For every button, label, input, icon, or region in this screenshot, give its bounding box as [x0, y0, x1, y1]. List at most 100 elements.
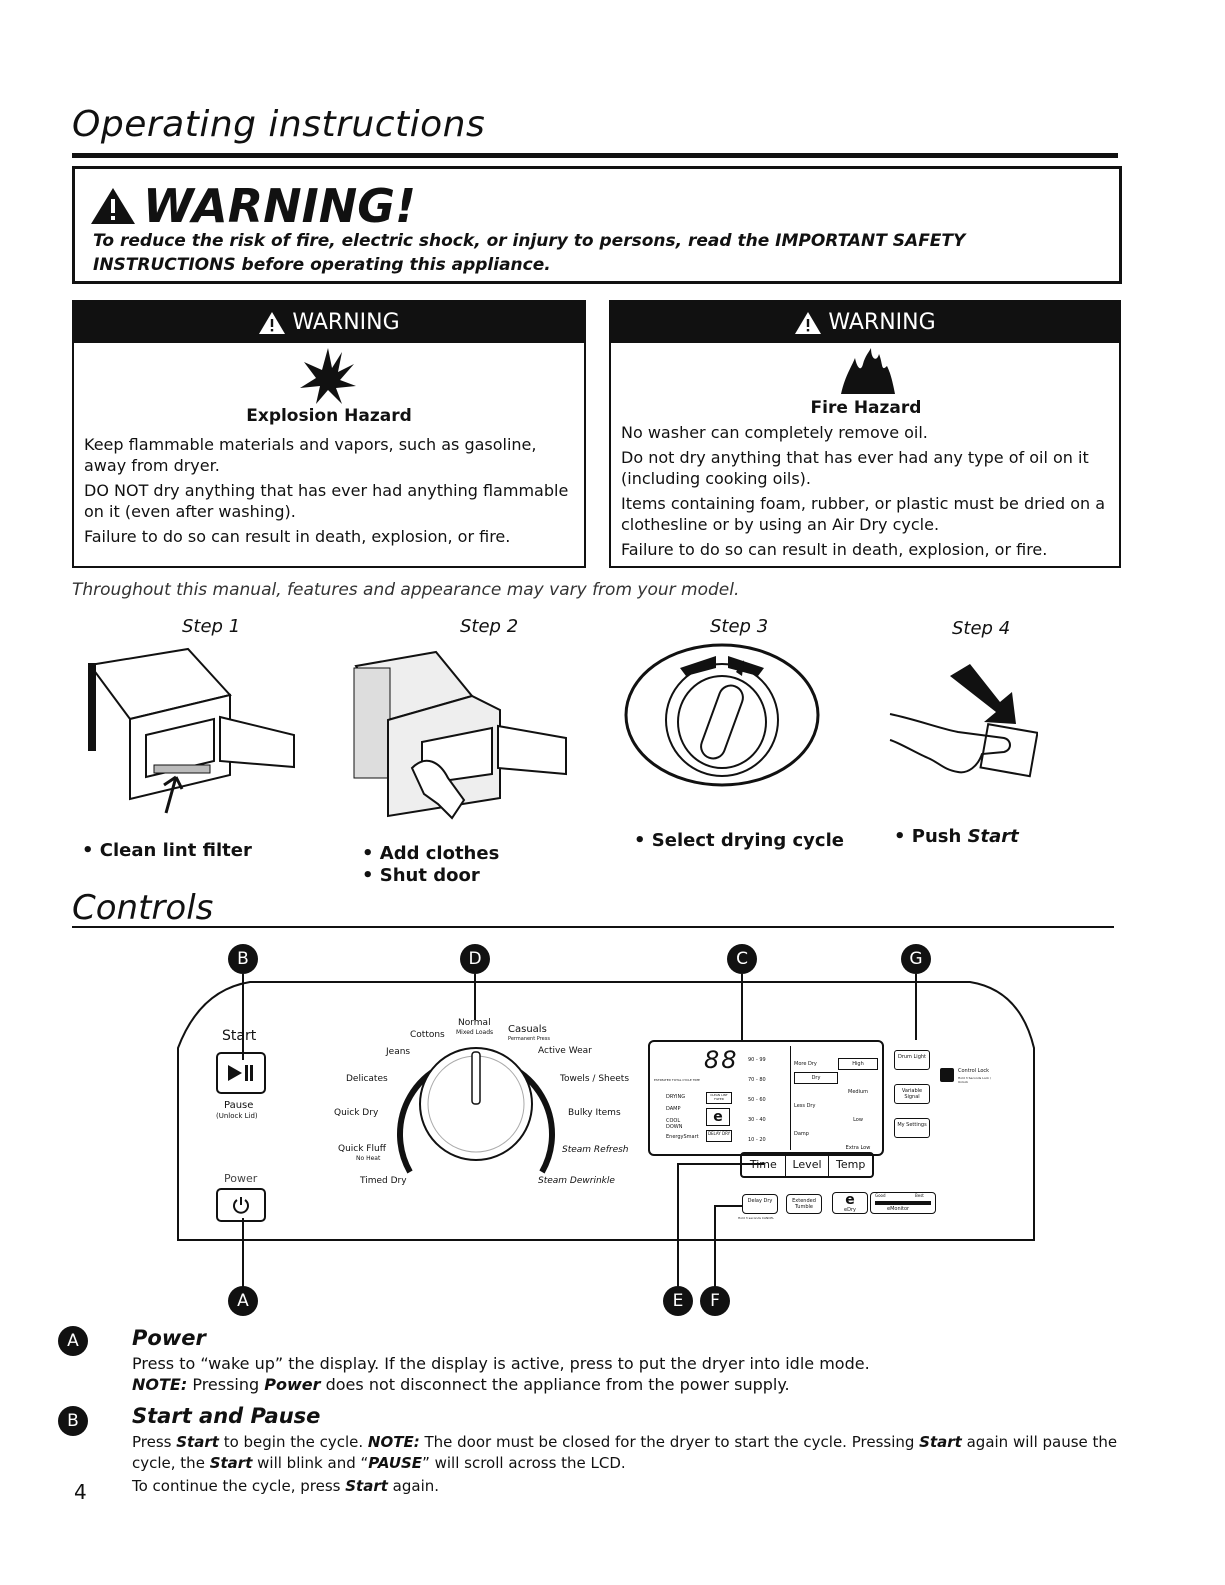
callout-c: C	[727, 944, 757, 974]
step-4-bullet: • Push Start	[894, 826, 1019, 847]
start-pause-section-text: Press Start to begin the cycle. NOTE: Th…	[132, 1433, 1118, 1495]
cycle-towels[interactable]: Towels / Sheets	[560, 1074, 630, 1084]
step-3-label: Step 3	[710, 616, 769, 637]
step-3-bullet: • Select drying cycle	[634, 830, 844, 851]
step-4-label: Step 4	[952, 618, 1011, 639]
cycle-active-wear[interactable]: Active Wear	[538, 1046, 592, 1056]
power-label: Power	[224, 1172, 258, 1185]
explosion-warning-box: WARNING Explosion Hazard Keep flammable …	[72, 300, 586, 568]
callout-a: A	[228, 1286, 258, 1316]
step-2-label: Step 2	[460, 616, 519, 637]
power-section-title: Power	[132, 1326, 206, 1350]
step-1-label: Step 1	[182, 616, 241, 637]
start-pause-button[interactable]	[216, 1052, 266, 1094]
cycle-quick-fluff[interactable]: Quick Fluff	[338, 1144, 386, 1154]
lock-icon	[940, 1068, 954, 1082]
callout-f: F	[700, 1286, 730, 1316]
cycle-bulky[interactable]: Bulky Items	[568, 1108, 621, 1118]
fire-icon	[841, 348, 895, 394]
explosion-warning-body: Keep flammable materials and vapors, suc…	[84, 435, 569, 546]
emonitor-bar	[875, 1201, 931, 1205]
time-button[interactable]: Time	[742, 1154, 786, 1176]
variable-signal-button[interactable]: Variable Signal	[894, 1084, 930, 1104]
cycle-dial[interactable]	[396, 1024, 556, 1184]
edry-button[interactable]: e eDry	[832, 1192, 868, 1214]
control-lock-label: Control Lock	[958, 1068, 990, 1074]
delay-dry-button[interactable]: Delay Dry	[742, 1194, 778, 1214]
fire-warning-body: No washer can completely remove oil. Do …	[621, 423, 1106, 559]
warning-triangle-icon	[795, 311, 822, 334]
cycle-cottons[interactable]: Cottons	[410, 1030, 445, 1040]
start-pause-section-title: Start and Pause	[132, 1404, 321, 1428]
callout-g: G	[901, 944, 931, 974]
fire-warning-header: WARNING	[611, 302, 1119, 343]
my-settings-button[interactable]: My Settings	[894, 1118, 930, 1138]
page-number: 4	[74, 1480, 87, 1504]
step-3-dial-illustration	[624, 643, 820, 787]
callout-b: B	[228, 944, 258, 974]
cycle-jeans[interactable]: Jeans	[386, 1047, 411, 1057]
e-indicator-icon: e	[706, 1108, 730, 1126]
warning-triangle-icon	[91, 188, 135, 224]
model-variation-note: Throughout this manual, features and app…	[72, 580, 740, 600]
cycle-quick-dry[interactable]: Quick Dry	[334, 1108, 379, 1118]
lcd-est-time: ESTIMATED TOTAL CYCLE TIME	[654, 1078, 700, 1082]
step-2-bullet-1: • Add clothes	[362, 843, 500, 864]
step-4-push-start-illustration	[889, 664, 1038, 778]
cycle-casuals[interactable]: Casuals	[508, 1024, 547, 1035]
hold-cancel-sub: Hold 3 seconds CANCEL	[738, 1216, 774, 1220]
level-button[interactable]: Level	[786, 1154, 830, 1176]
explosion-icon	[300, 348, 356, 404]
lcd-display-panel	[648, 1040, 884, 1156]
top-warning-text: To reduce the risk of fire, electric sho…	[93, 231, 966, 275]
clean-lint-filter-indicator: CLEAN LINT FILTER	[706, 1092, 732, 1104]
pause-label: Pause	[224, 1100, 254, 1111]
display-divider	[790, 1046, 791, 1150]
section-a-marker: A	[58, 1326, 88, 1356]
play-pause-icon	[228, 1065, 253, 1081]
cycle-mixed-loads: Mixed Loads	[456, 1029, 494, 1036]
control-lock-sub: Hold 3 Seconds Lock / Unlock	[958, 1076, 992, 1084]
title-rule	[72, 153, 1118, 158]
time-level-temp-group: Time Level Temp	[740, 1152, 874, 1178]
fire-hazard-title: Fire Hazard	[810, 398, 922, 418]
controls-rule	[72, 926, 1114, 928]
start-label: Start	[222, 1028, 257, 1044]
power-button[interactable]	[216, 1188, 266, 1222]
status-energysmart: EnergySmart	[666, 1134, 699, 1140]
step-2-dryer-illustration	[353, 650, 567, 820]
power-section-text: Press to “wake up” the display. If the d…	[132, 1354, 870, 1394]
status-damp: DAMP	[666, 1106, 681, 1112]
cycle-steam-refresh[interactable]: Steam Refresh	[562, 1145, 629, 1155]
cycle-delicates[interactable]: Delicates	[346, 1074, 388, 1084]
step-1-bullet: • Clean lint filter	[82, 840, 252, 861]
explosion-hazard-title: Explosion Hazard	[246, 406, 412, 426]
cycle-normal[interactable]: Normal	[458, 1018, 491, 1028]
cycle-steam-dewrinkle[interactable]: Steam Dewrinkle	[538, 1176, 615, 1186]
cycle-timed-dry[interactable]: Timed Dry	[360, 1176, 407, 1186]
cycle-no-heat: No Heat	[356, 1155, 381, 1162]
callout-d: D	[460, 944, 490, 974]
pause-unlock-sub: (Unlock Lid)	[216, 1112, 258, 1120]
time-values: 90 - 99 70 - 80 50 - 60 30 - 40 10 - 20	[748, 1057, 766, 1143]
page-title: Operating instructions	[72, 104, 486, 145]
drum-light-button[interactable]: Drum Light	[894, 1050, 930, 1070]
fire-warning-box: WARNING Fire Hazard No washer can comple…	[609, 300, 1121, 568]
step-2-bullet-2: • Shut door	[362, 865, 480, 886]
emonitor-indicator: Good Best eMonitor	[870, 1192, 936, 1214]
cycle-perm-press: Permanent Press	[508, 1036, 550, 1042]
temp-values: High Medium Low Extra Low	[838, 1050, 878, 1162]
step-1-dryer-illustration	[88, 647, 295, 814]
e-icon: e	[845, 1192, 855, 1208]
level-values: More Dry Dry Less Dry Damp	[794, 1050, 838, 1148]
section-b-marker: B	[58, 1406, 88, 1436]
temp-button[interactable]: Temp	[836, 1158, 866, 1171]
top-warning-box: WARNING! To reduce the risk of fire, ele…	[72, 166, 1122, 284]
extended-tumble-button[interactable]: Extended Tumble	[786, 1194, 822, 1214]
lcd-digits: 88	[704, 1046, 739, 1074]
callout-e: E	[663, 1286, 693, 1316]
power-icon	[233, 1197, 249, 1214]
delay-dry-indicator: DELAY DRY	[706, 1130, 732, 1142]
controls-title: Controls	[72, 888, 214, 928]
